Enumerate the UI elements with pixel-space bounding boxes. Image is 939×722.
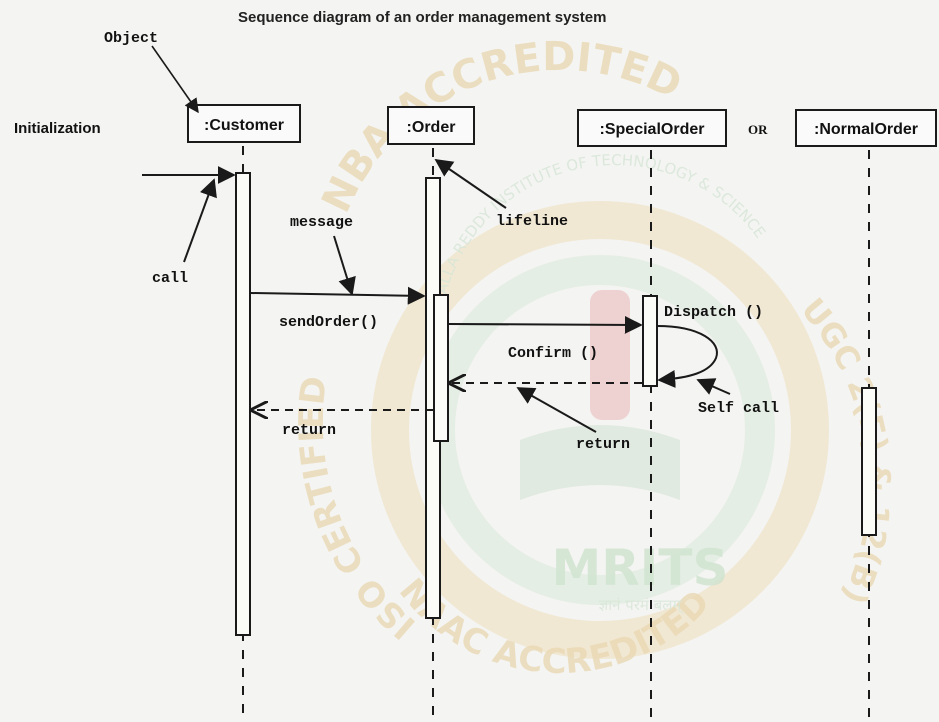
lifeline-annotation-label: lifeline <box>496 213 568 230</box>
special-order-object-box <box>577 109 727 147</box>
or-label: OR <box>748 122 768 137</box>
normal-order-object-box <box>795 109 937 147</box>
order-object-box <box>387 106 475 145</box>
send-order-label: sendOrder() <box>279 314 378 331</box>
message-pointer-arrow <box>333 235 356 296</box>
watermark-center-sub: ज्ञानं परमं बलम् <box>599 596 684 614</box>
normal-order-object-label: :NormalOrder <box>814 121 918 138</box>
special-order-activation-bar <box>642 295 658 387</box>
initialization-label: Initialization <box>14 120 101 137</box>
call-annotation-label: call <box>152 270 188 287</box>
diagram-title: Sequence diagram of an order management … <box>238 9 606 26</box>
message-annotation-label: message <box>290 214 353 231</box>
send-order-arrow <box>250 286 426 305</box>
return-pointer-arrow <box>516 387 597 433</box>
order-object-label: :Order <box>407 119 456 136</box>
normal-order-activation-bar <box>861 387 877 536</box>
return-left-label: return <box>282 422 336 439</box>
watermark-outer-ring <box>371 201 829 659</box>
lifeline-pointer-arrow <box>434 158 507 209</box>
watermark-torch-icon <box>590 290 630 420</box>
watermark-center: MRITS <box>552 539 729 597</box>
customer-activation-bar <box>235 172 251 636</box>
self-call-pointer-arrow <box>696 378 731 395</box>
special-order-object-label: :SpecialOrder <box>600 121 705 138</box>
call-pointer-arrow <box>183 178 217 263</box>
self-call-annotation-label: Self call <box>698 400 779 417</box>
object-pointer-arrow <box>151 45 199 114</box>
return-right-label: return <box>576 436 630 453</box>
object-annotation-label: Object <box>104 30 158 47</box>
watermark-book-icon <box>520 425 680 500</box>
customer-object-box <box>187 104 301 143</box>
dispatch-arrow <box>448 315 643 334</box>
confirm-label: Confirm () <box>508 345 598 362</box>
dispatch-label: Dispatch () <box>664 304 763 321</box>
customer-object-label: :Customer <box>204 117 284 134</box>
self-call-arrow <box>656 325 718 388</box>
order-nested-activation-bar <box>433 294 449 442</box>
